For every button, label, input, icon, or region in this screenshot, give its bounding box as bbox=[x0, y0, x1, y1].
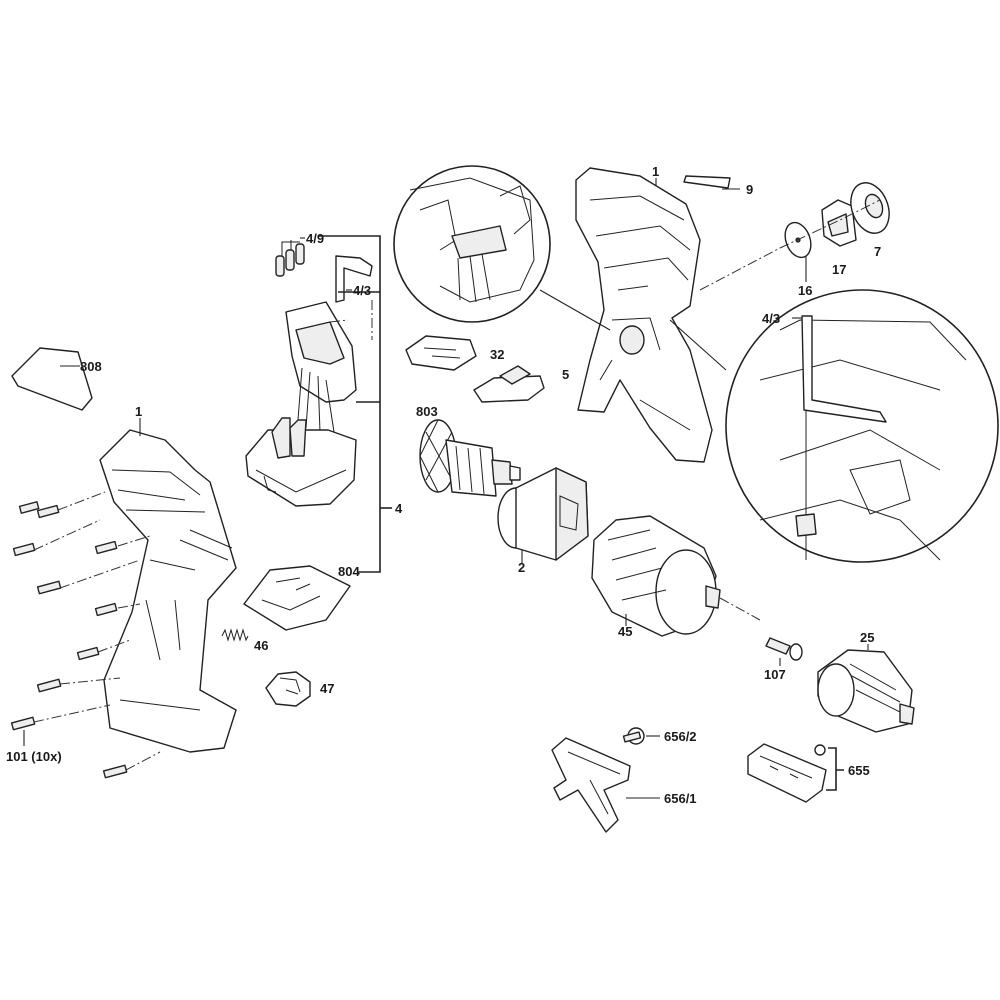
label-5: 5 bbox=[562, 367, 569, 382]
label-101: 101 (10x) bbox=[6, 749, 62, 764]
detail-circle-cable-routing bbox=[669, 289, 999, 563]
label-16: 16 bbox=[798, 283, 812, 298]
part-804-circuit-plate bbox=[243, 565, 351, 631]
part-107-chuck-screw bbox=[765, 637, 803, 666]
label-4-9: 4/9 bbox=[306, 231, 324, 246]
label-46: 46 bbox=[254, 638, 268, 653]
part-16-disc bbox=[784, 221, 812, 282]
part-1-right-housing-half bbox=[575, 167, 713, 463]
label-808: 808 bbox=[80, 359, 102, 374]
part-32-slider bbox=[405, 335, 477, 371]
part-808-label-plate bbox=[11, 347, 93, 411]
label-656-1: 656/1 bbox=[664, 791, 697, 806]
part-4-3-cable-clip bbox=[335, 255, 373, 303]
part-4-electronics-module bbox=[245, 300, 373, 507]
label-655: 655 bbox=[848, 763, 870, 778]
label-656-2: 656/2 bbox=[664, 729, 697, 744]
label-47: 47 bbox=[320, 681, 334, 696]
label-17: 17 bbox=[832, 262, 846, 277]
part-4-9-carbon-brushes bbox=[275, 237, 305, 277]
part-655-bit-holder bbox=[747, 743, 844, 803]
label-107: 107 bbox=[764, 667, 786, 682]
label-45: 45 bbox=[618, 624, 632, 639]
label-1-right: 1 bbox=[652, 164, 659, 179]
part-45-gearbox bbox=[591, 515, 761, 637]
part-7-torque-ring bbox=[850, 182, 890, 234]
label-7: 7 bbox=[874, 244, 881, 259]
label-1-left: 1 bbox=[135, 404, 142, 419]
label-803: 803 bbox=[416, 404, 438, 419]
part-656-2-clip-screw bbox=[622, 727, 660, 745]
label-4-3-right: 4/3 bbox=[762, 311, 780, 326]
label-32: 32 bbox=[490, 347, 504, 362]
label-4-3-left: 4/3 bbox=[353, 283, 371, 298]
part-labels: 808 1 4/9 4/3 4 804 46 47 101 (10x) 32 5… bbox=[6, 164, 881, 806]
label-804: 804 bbox=[338, 564, 360, 579]
part-656-1-belt-clip bbox=[551, 737, 660, 833]
label-4: 4 bbox=[395, 501, 403, 516]
part-9-label bbox=[683, 175, 740, 190]
part-46-spring bbox=[221, 628, 249, 642]
part-17-gear-selector bbox=[821, 199, 857, 247]
detail-circle-top-connector bbox=[393, 165, 611, 331]
part-4-bracket bbox=[318, 235, 392, 573]
part-5-direction-switch bbox=[473, 365, 545, 403]
part-1-left-housing-half bbox=[99, 418, 237, 753]
label-2: 2 bbox=[518, 560, 525, 575]
part-803-armature bbox=[419, 419, 521, 497]
part-101-screws bbox=[10, 491, 161, 779]
part-25-keyless-chuck bbox=[817, 644, 915, 733]
label-9: 9 bbox=[746, 182, 753, 197]
part-47-switch-button bbox=[265, 671, 311, 707]
label-25: 25 bbox=[860, 630, 874, 645]
part-2-motor-can bbox=[497, 467, 589, 564]
